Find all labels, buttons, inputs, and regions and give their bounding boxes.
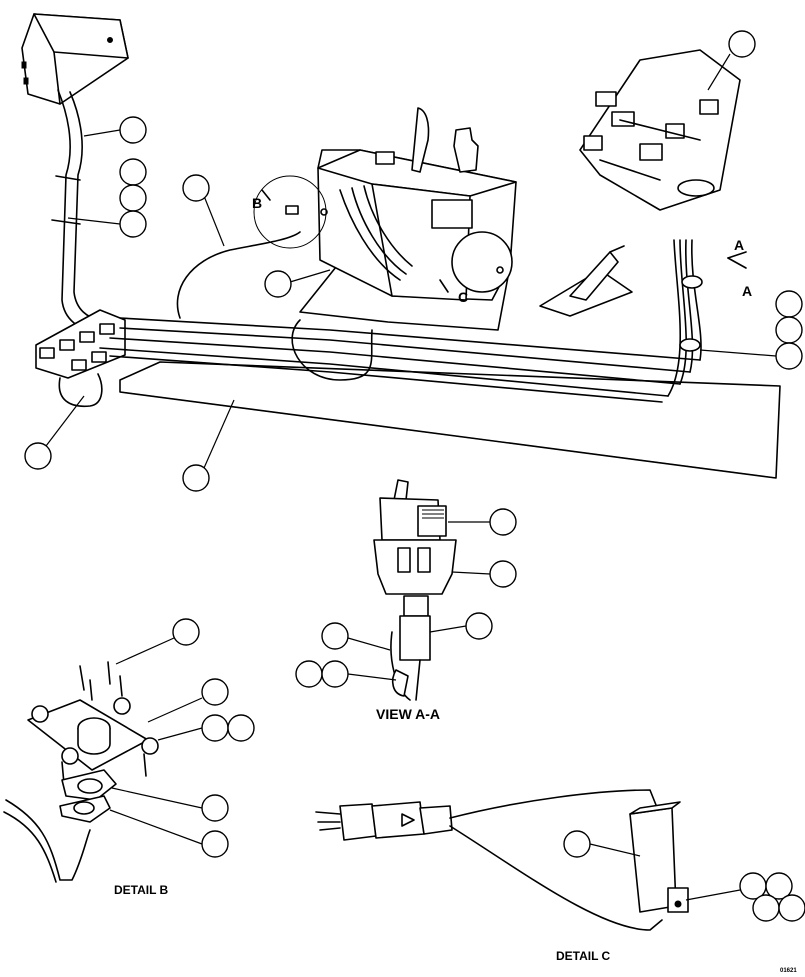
callout-circle xyxy=(775,290,803,318)
detail-b-marker: B xyxy=(252,175,327,249)
detail-c: DETAIL C 01621 xyxy=(315,789,805,974)
callout-circle xyxy=(489,560,517,588)
callout-circle xyxy=(563,830,591,858)
arrow-a-label-top: A xyxy=(734,237,744,253)
arrow-a-label-bottom: A xyxy=(742,283,752,299)
top-right-connector-cluster xyxy=(579,49,741,211)
detail-c-label: DETAIL C xyxy=(556,949,611,963)
control-box xyxy=(299,107,517,331)
drawing-code: 01621 xyxy=(780,968,797,974)
view-a-a: VIEW A-A xyxy=(295,479,517,722)
callout-circle xyxy=(172,618,200,646)
callout-circle xyxy=(778,894,805,922)
callout-circle xyxy=(201,714,229,742)
callout-circle xyxy=(24,442,52,470)
view-a-arrows: A A xyxy=(727,237,752,299)
marker-b-label: B xyxy=(252,195,262,211)
main-callouts xyxy=(24,30,803,492)
callout-circle xyxy=(119,116,147,144)
callout-circle xyxy=(489,508,517,536)
callout-circle xyxy=(264,270,292,298)
cable-loop xyxy=(176,231,301,319)
marker-c-label: C xyxy=(458,289,468,305)
vertical-cable xyxy=(51,89,101,333)
callout-circle xyxy=(465,612,493,640)
left-connector-bracket xyxy=(35,309,126,408)
callout-circle xyxy=(119,210,147,238)
callout-circle xyxy=(182,464,210,492)
callout-circle xyxy=(765,872,793,900)
callout-circle xyxy=(182,174,210,202)
callout-circle xyxy=(295,660,323,688)
callout-circle xyxy=(321,660,349,688)
detail-b-label: DETAIL B xyxy=(114,883,169,897)
detail-b: DETAIL B xyxy=(3,618,255,897)
callout-circle xyxy=(321,622,349,650)
foot-pedal xyxy=(539,245,633,317)
callout-circle xyxy=(752,894,780,922)
callout-circle xyxy=(728,30,756,58)
callout-circle xyxy=(201,794,229,822)
callout-circle xyxy=(119,158,147,186)
callout-circle xyxy=(775,316,803,344)
callout-circle xyxy=(775,342,803,370)
callout-circle xyxy=(119,184,147,212)
relay-box xyxy=(21,13,129,105)
callout-circle xyxy=(201,678,229,706)
main-harness-bundle xyxy=(99,239,703,403)
detail-c-marker: C xyxy=(439,279,468,305)
callout-circle xyxy=(227,714,255,742)
callout-circle xyxy=(201,830,229,858)
view-a-a-label: VIEW A-A xyxy=(376,706,440,722)
